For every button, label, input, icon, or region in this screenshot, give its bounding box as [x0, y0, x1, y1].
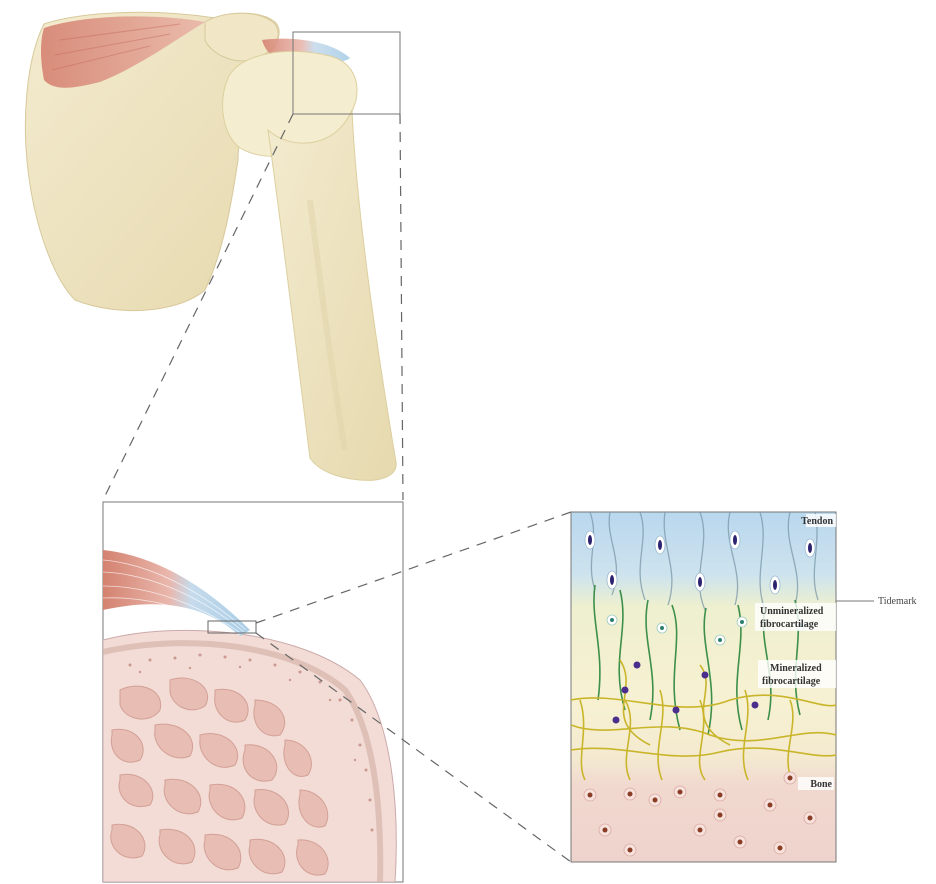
humerus-shaft	[268, 110, 396, 480]
panel-insertion	[103, 502, 403, 882]
label-mineralized-1: Mineralized	[770, 663, 822, 674]
label-bone: Bone	[810, 779, 832, 790]
shoulder-illustration	[25, 12, 396, 480]
label-unmineralized-1: Unmineralized	[760, 606, 824, 617]
label-tidemark: Tidemark	[878, 596, 917, 607]
panel-enthesis-zones: Tendon Unmineralized fibrocartilage Mine…	[571, 512, 836, 862]
label-mineralized-2: fibrocartilage	[762, 676, 821, 687]
label-tendon: Tendon	[801, 516, 833, 527]
label-unmineralized-2: fibrocartilage	[760, 619, 819, 630]
